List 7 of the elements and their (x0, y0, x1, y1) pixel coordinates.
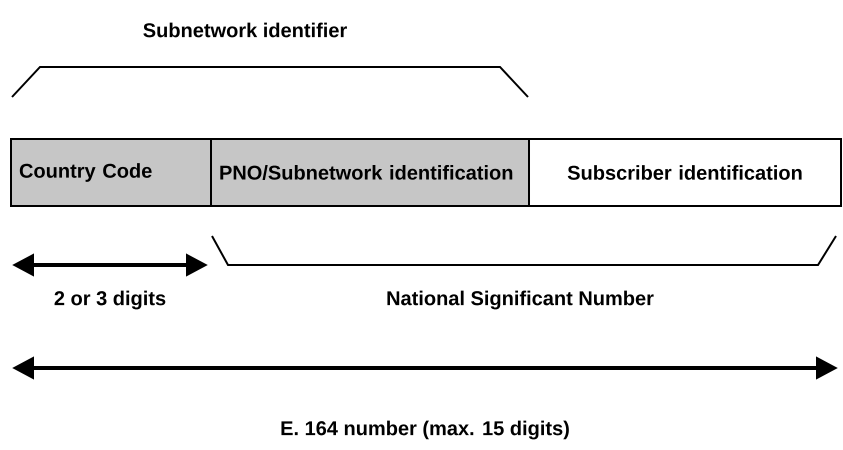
field-box: Subscriber identification (528, 138, 842, 207)
label: E. 164 number (max. 15 digits) (281, 420, 569, 440)
label: Subnetwork identifier (143, 22, 347, 38)
field-box: Country Code (10, 138, 212, 207)
label: National Significant Number (387, 290, 654, 310)
label: 2 or 3 digits (54, 290, 166, 310)
field-box: PNO/Subnetwork identification (210, 138, 530, 207)
